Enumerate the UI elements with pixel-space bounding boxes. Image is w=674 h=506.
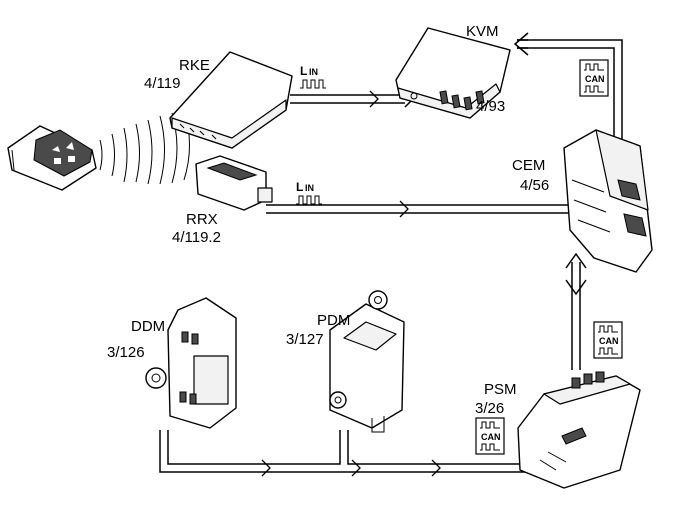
cem-module [563, 129, 653, 273]
lin-label-sub: IN [309, 67, 318, 77]
ddm-module [145, 297, 237, 429]
cem-name-label: CEM [512, 157, 545, 174]
can-link-kvm-cem [513, 32, 623, 150]
rke-module [169, 51, 293, 149]
psm-code-label: 3/26 [475, 400, 504, 417]
kvm-code-label: 4/93 [476, 98, 505, 115]
psm-name-label: PSM [484, 381, 517, 398]
can-label: CAN [481, 432, 501, 442]
key-fob-icon [7, 125, 97, 191]
can-label: CAN [585, 74, 605, 84]
pdm-module [329, 290, 405, 433]
can-badge-cem-psm: CAN [593, 321, 623, 359]
rrx-module [195, 155, 273, 211]
lin-badge-rrx-cem: L IN [296, 180, 322, 205]
pdm-code-label: 3/127 [286, 331, 324, 348]
can-badge-kvm-cem: CAN [579, 59, 609, 97]
can-badge-ddm-psm: CAN [475, 417, 505, 455]
rke-code-label: 4/119 [144, 75, 180, 92]
psm-module [517, 371, 641, 489]
lin-label-sub: IN [305, 183, 314, 193]
rrx-name-label: RRX [186, 211, 218, 228]
kvm-name-label: KVM [466, 23, 499, 40]
lin-link-rke-kvm [290, 90, 415, 108]
ddm-code-label: 3/126 [107, 344, 145, 361]
lin-label: L [300, 64, 307, 78]
cem-code-label: 4/56 [520, 177, 549, 194]
pdm-name-label: PDM [317, 312, 350, 329]
can-link-ddm-pdm-psm [159, 430, 525, 477]
can-link-cem-psm [565, 252, 587, 370]
ddm-name-label: DDM [131, 318, 165, 335]
lin-label: L [296, 180, 303, 194]
kvm-module [395, 27, 511, 119]
rrx-code-label: 4/119.2 [172, 229, 221, 246]
can-label: CAN [599, 336, 619, 346]
lin-link-rrx-cem [266, 200, 580, 218]
lin-badge-rke-kvm: L IN [300, 64, 326, 89]
rke-name-label: RKE [179, 57, 210, 74]
